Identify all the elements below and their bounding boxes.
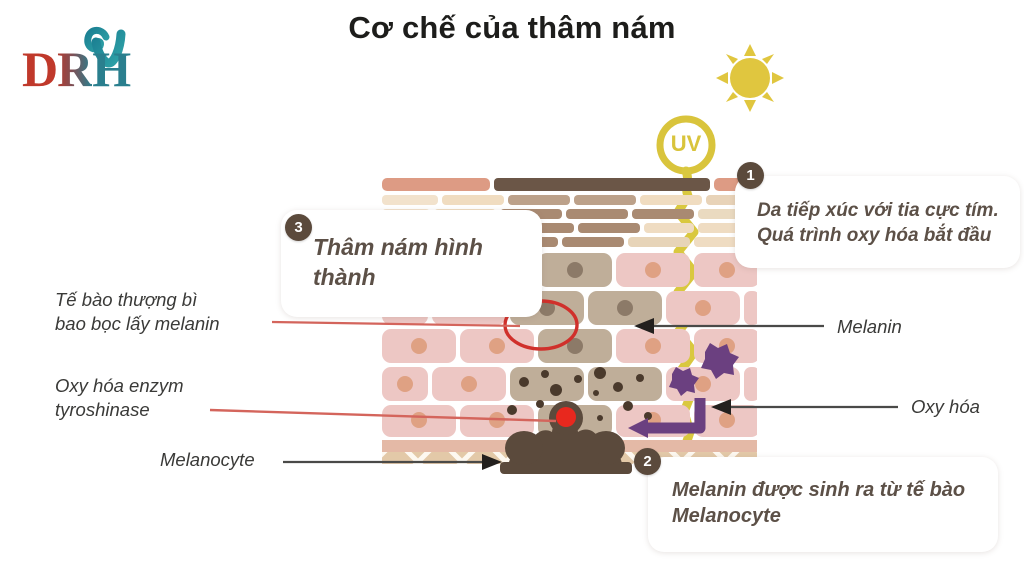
tyrosinase-marker: [556, 407, 576, 427]
leader-line-melanocyte: [283, 454, 502, 470]
uv-label: UV: [670, 131, 702, 156]
callout-3: Thâm nám hình thành: [281, 210, 542, 317]
stratum-row-2: [382, 195, 757, 205]
melanocyte-cell: [500, 401, 632, 474]
callout-2: Melanin được sinh ra từ tế bào Melanocyt…: [648, 457, 998, 552]
leader-line-oxidation: [711, 399, 898, 415]
callout-3-badge: 3: [285, 214, 312, 241]
callout-1-badge: 1: [737, 162, 764, 189]
epidermis-cell-row-4: [382, 367, 757, 401]
logo-letter-h: H: [92, 41, 131, 97]
leader-line-epidermis: [271, 320, 521, 328]
leader-line-enzyme: [209, 408, 557, 423]
label-melanin: Melanin: [837, 316, 902, 337]
epidermis-cell-row-3: [382, 329, 757, 363]
stratum-corneum-row: [382, 178, 757, 191]
callout-1: Da tiếp xúc với tia cực tím. Quá trình o…: [735, 176, 1020, 269]
sun-icon: [716, 44, 784, 112]
melanin-granules: [519, 367, 644, 396]
leader-line-melanin: [634, 318, 824, 334]
label-oxidation-enzyme: Oxy hóa enzym tyroshinase: [55, 375, 184, 421]
page-title: Cơ chế của thâm nám: [348, 10, 676, 45]
oxidation-burst-icons: [669, 343, 739, 396]
logo-letter-r: R: [57, 41, 93, 97]
oxidation-arrow: [628, 398, 706, 438]
callout-2-badge: 2: [634, 448, 661, 475]
label-oxidation: Oxy hóa: [911, 396, 980, 417]
logo-letter-d: D: [22, 41, 58, 97]
label-epidermis-cells: Tế bào thượng bì bao bọc lấy melanin: [55, 289, 220, 335]
melanin-granules-lower: [507, 400, 652, 421]
drh-logo: DRH: [18, 22, 178, 102]
label-melanocyte: Melanocyte: [160, 449, 255, 470]
logo-wordmark: DRH: [22, 41, 131, 97]
logo-swoosh-icon: [84, 26, 126, 68]
